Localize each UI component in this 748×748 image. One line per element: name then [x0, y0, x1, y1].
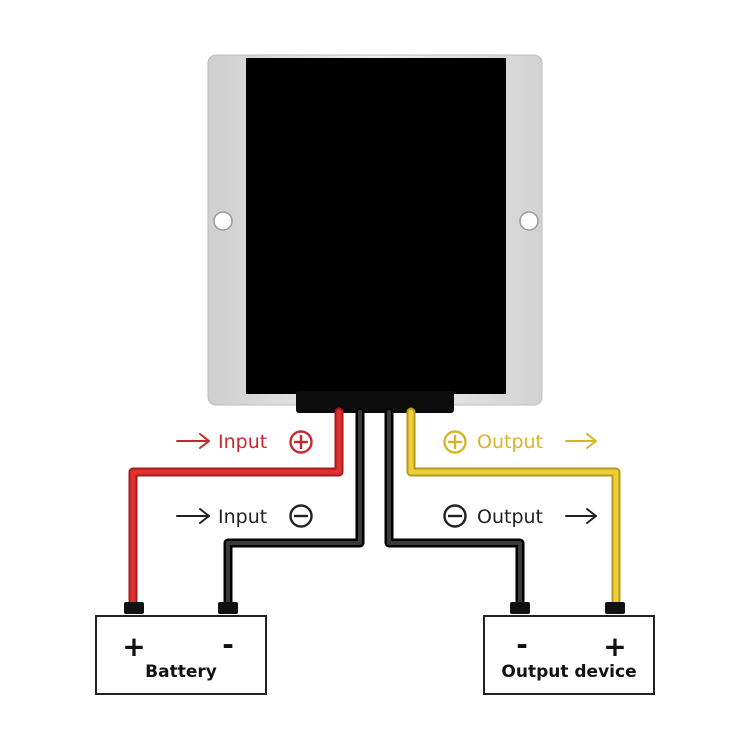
plus-circle-icon	[443, 430, 467, 454]
output-device-terminal-negative	[510, 602, 530, 614]
minus-circle-icon	[443, 504, 467, 528]
output-negative-label: Output	[477, 506, 543, 528]
label-output-negative: Output	[443, 504, 597, 528]
label-input-positive: Input	[176, 430, 313, 454]
arrow-right-icon	[176, 508, 210, 524]
input-negative-label: Input	[218, 506, 267, 528]
battery-terminal-positive	[124, 602, 144, 614]
converter-module	[207, 54, 543, 413]
minus-circle-icon	[289, 504, 313, 528]
output-device-box	[483, 615, 655, 695]
label-output-positive: Output	[443, 430, 597, 454]
battery-minus-sign: -	[222, 628, 234, 661]
wires	[128, 407, 621, 609]
arrow-right-icon	[565, 508, 597, 524]
battery-plus-sign: +	[122, 630, 145, 663]
battery-box	[95, 615, 267, 695]
battery-terminal-negative	[218, 602, 238, 614]
plus-circle-icon	[289, 430, 313, 454]
output-device-terminal-positive	[605, 602, 625, 614]
mounting-hole-left	[213, 211, 233, 231]
battery: + - Battery	[95, 602, 267, 695]
arrow-right-icon	[176, 433, 210, 449]
output-positive-label: Output	[477, 431, 543, 453]
output-device-label: Output device	[501, 662, 636, 682]
output-device: - + Output device	[483, 602, 655, 695]
battery-label: Battery	[145, 662, 217, 682]
module-body	[246, 58, 506, 394]
mounting-hole-right	[519, 211, 539, 231]
label-input-negative: Input	[176, 504, 313, 528]
output-device-minus-sign: -	[516, 628, 528, 661]
arrow-right-icon	[565, 433, 597, 449]
output-device-plus-sign: +	[603, 630, 626, 663]
cable-gland	[296, 391, 454, 413]
input-positive-label: Input	[218, 431, 267, 453]
